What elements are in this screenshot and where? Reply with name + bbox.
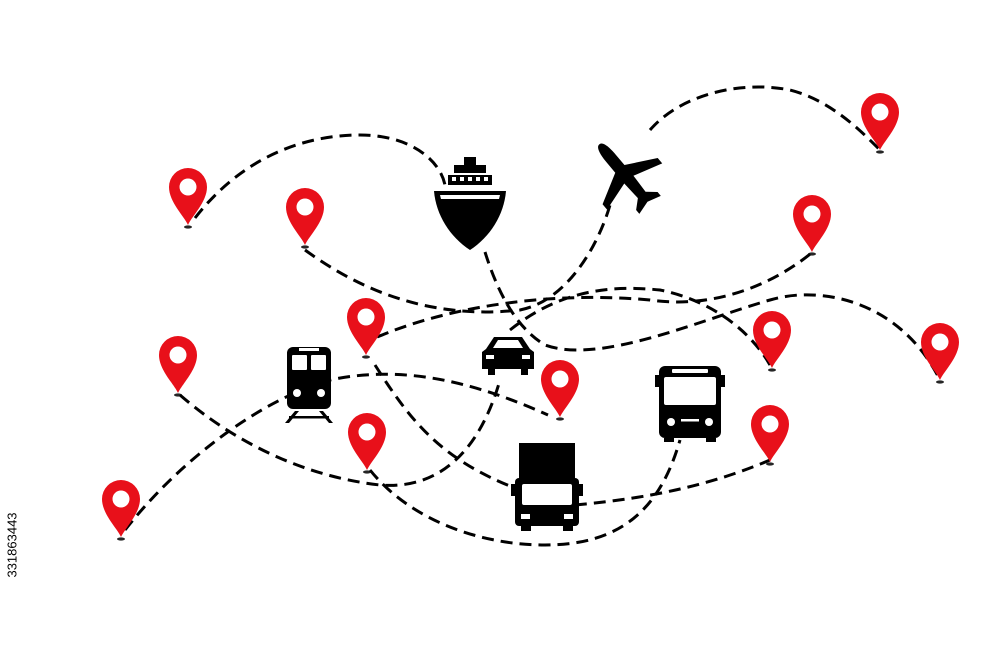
route-left-pin [123, 372, 549, 531]
map-pin-icon[interactable] [921, 323, 959, 384]
ship-icon[interactable] [434, 157, 506, 250]
route-ship-car [483, 251, 942, 381]
map-pin-icon[interactable] [159, 336, 197, 397]
airplane-icon[interactable] [572, 121, 678, 228]
map-pin-icon[interactable] [753, 311, 791, 372]
map-pin-icon[interactable] [169, 168, 207, 229]
map-pin-icon[interactable] [347, 298, 385, 359]
route-pin-right [359, 248, 816, 347]
route-pin-plane [304, 204, 612, 314]
image-id-text: 331863443 [4, 512, 20, 578]
map-pin-icon[interactable] [286, 188, 324, 249]
map-pin-icon[interactable] [861, 93, 899, 154]
route-truck-pin [574, 458, 771, 507]
route-pin-bottom [368, 439, 682, 547]
route-pin-mid [509, 286, 772, 366]
route-pin-car [179, 379, 502, 487]
bus-icon[interactable] [655, 366, 725, 442]
map-pin-icon[interactable] [793, 195, 831, 256]
map-pin-icon[interactable] [541, 360, 579, 421]
map-pin-icon[interactable] [348, 413, 386, 474]
train-icon[interactable] [285, 347, 333, 423]
car-icon[interactable] [482, 337, 534, 375]
route-pin-ship [193, 133, 447, 219]
route-plane-pin [648, 85, 882, 152]
truck-icon[interactable] [511, 443, 583, 531]
route-pin-truck [373, 364, 521, 492]
map-pin-icon[interactable] [102, 480, 140, 541]
image-id-watermark: 331863443 [4, 430, 20, 660]
routes [123, 85, 942, 547]
map-pin-icon[interactable] [751, 405, 789, 466]
